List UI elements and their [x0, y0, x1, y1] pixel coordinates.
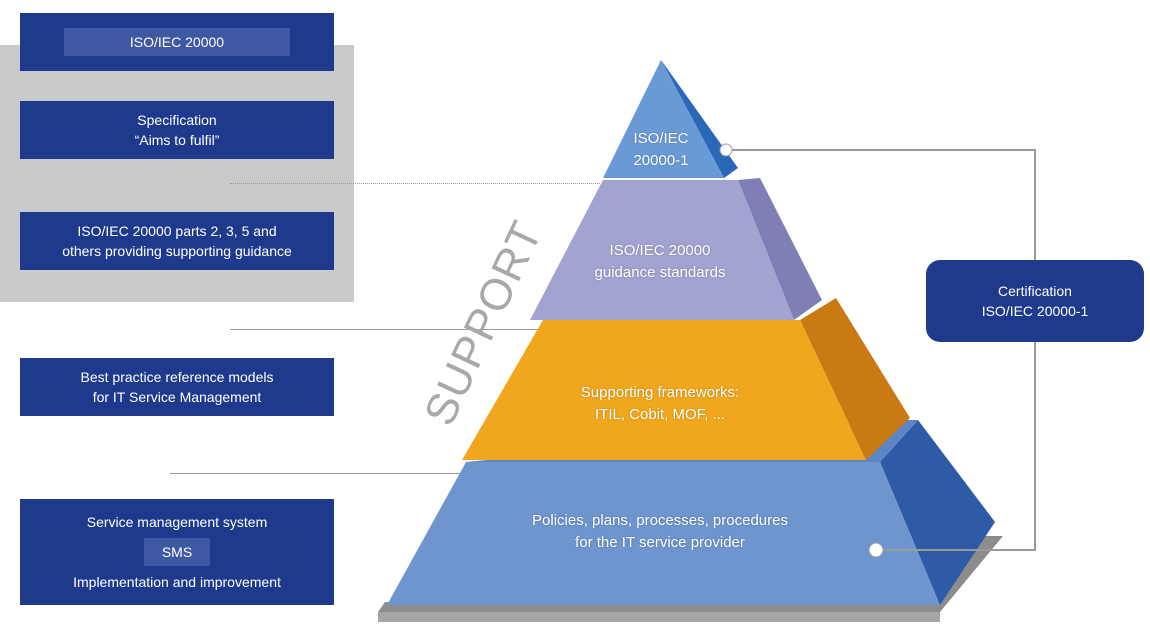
tier1-side — [661, 60, 738, 178]
tier1-front — [603, 60, 724, 178]
guide-line-1 — [230, 183, 600, 184]
tier3-front — [462, 320, 866, 460]
tier2-front — [530, 180, 794, 320]
supporting-parts-line-1: ISO/IEC 20000 parts 2, 3, 5 and — [77, 223, 277, 239]
tier3-label: Supporting frameworks: ITIL, Cobit, MOF,… — [540, 382, 780, 426]
tier2-line-2: guidance standards — [594, 264, 726, 281]
certification-line-2: ISO/IEC 20000-1 — [981, 303, 1089, 319]
certification-connector — [730, 149, 1036, 551]
supporting-parts-box: ISO/IEC 20000 parts 2, 3, 5 and others p… — [20, 212, 334, 270]
base-shadow-band — [378, 612, 940, 622]
certification-line-1: Certification — [998, 283, 1072, 299]
tier2-label: ISO/IEC 20000 guidance standards — [560, 240, 760, 284]
guide-line-3 — [170, 473, 470, 474]
best-practice-box: Best practice reference models for IT Se… — [20, 358, 334, 416]
connector-dot-bottom — [868, 542, 884, 558]
specification-line-1: Specification — [137, 112, 217, 128]
tier4-line-1: Policies, plans, processes, procedures — [532, 512, 788, 529]
certification-box: Certification ISO/IEC 20000-1 — [926, 260, 1144, 342]
sms-top-text: Service management system — [86, 514, 268, 530]
standard-box: ISO/IEC 20000 — [20, 13, 334, 71]
tier1-line-2: 20000-1 — [633, 152, 689, 169]
sms-bottom-text: Implementation and improvement — [73, 574, 281, 590]
tier2-side — [738, 178, 822, 320]
tier1-line-1: ISO/IEC — [633, 130, 689, 147]
best-practice-line-1: Best practice reference models — [80, 369, 274, 385]
tier4-line-2: for the IT service provider — [575, 534, 745, 551]
tier1-label: ISO/IEC 20000-1 — [606, 128, 716, 172]
supporting-parts-line-2: others providing supporting guidance — [62, 243, 292, 259]
tier4-side — [880, 420, 995, 605]
sms-box: Service management system SMS Implementa… — [20, 499, 334, 605]
guide-line-2 — [230, 329, 550, 330]
connector-dot-top — [719, 143, 733, 157]
tier3-line-1: Supporting frameworks: — [580, 384, 740, 401]
tier4-front — [387, 462, 940, 605]
sms-chip: SMS — [144, 538, 210, 566]
tier3-side — [800, 298, 910, 460]
standard-chip: ISO/IEC 20000 — [64, 28, 290, 56]
tier4-label: Policies, plans, processes, procedures f… — [480, 510, 840, 554]
best-practice-line-2: for IT Service Management — [92, 389, 262, 405]
tier2-line-1: ISO/IEC 20000 — [609, 242, 711, 259]
tier3-line-2: ITIL, Cobit, MOF, ... — [594, 406, 726, 423]
specification-line-2: “Aims to fulfil” — [134, 132, 220, 148]
specification-box: Specification “Aims to fulfil” — [20, 101, 334, 159]
